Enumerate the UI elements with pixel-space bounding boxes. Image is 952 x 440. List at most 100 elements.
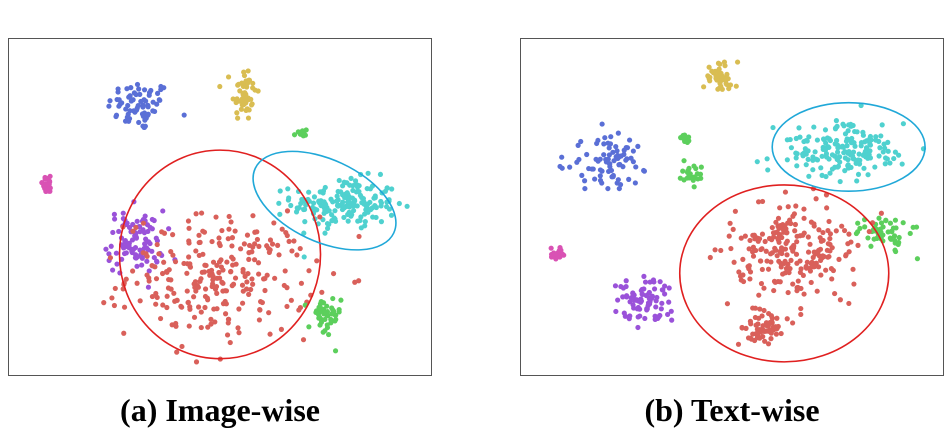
scatter-point-red xyxy=(196,240,202,246)
scatter-point-blue xyxy=(632,180,638,186)
scatter-point-blue xyxy=(141,124,147,130)
scatter-point-cyan xyxy=(833,118,839,124)
scatter-point-purple xyxy=(626,316,632,322)
scatter-point-red xyxy=(785,220,791,226)
scatter-point-cyan xyxy=(823,140,829,146)
scatter-point-blue xyxy=(134,107,140,113)
scatter-point-cyan xyxy=(285,186,291,192)
scatter-point-red xyxy=(204,295,210,301)
scatter-point-red xyxy=(794,285,800,291)
scatter-point-cyan xyxy=(806,134,812,140)
scatter-point-red xyxy=(792,228,798,234)
scatter-point-blue xyxy=(582,178,588,184)
scatter-point-red xyxy=(356,278,362,284)
scatter-point-purple xyxy=(121,245,127,251)
scatter-point-cyan xyxy=(324,208,330,214)
scatter-point-red xyxy=(732,208,738,214)
scatter-point-cyan xyxy=(803,162,809,168)
scatter-point-red xyxy=(289,248,295,254)
scatter-point-red xyxy=(272,275,278,281)
scatter-point-purple xyxy=(114,261,120,267)
scatter-point-red xyxy=(756,292,762,298)
scatter-point-purple xyxy=(140,227,146,233)
scatter-point-purple xyxy=(166,226,172,232)
scatter-point-red xyxy=(788,257,794,263)
scatter-point-red xyxy=(214,262,220,269)
scatter-point-red xyxy=(771,234,777,240)
scatter-point-cyan xyxy=(837,178,843,185)
scatter-point-red xyxy=(267,247,273,253)
scatter-point-red xyxy=(254,229,260,235)
scatter-point-red xyxy=(730,226,736,232)
scatter-point-cyan xyxy=(811,124,817,130)
scatter-point-red xyxy=(319,289,325,295)
scatter-point-green xyxy=(333,316,339,323)
scatter-point-red xyxy=(130,268,136,274)
scatter-point-cyan xyxy=(302,219,308,225)
scatter-point-red xyxy=(794,233,800,239)
scatter-point-cyan xyxy=(277,188,283,194)
scatter-point-purple xyxy=(631,305,637,311)
scatter-point-red xyxy=(816,227,822,233)
scatter-point-red xyxy=(244,279,250,285)
scatter-point-red xyxy=(256,243,262,249)
scatter-point-purple xyxy=(666,285,672,291)
scatter-point-cyan xyxy=(832,125,839,131)
scatter-point-red xyxy=(823,267,829,273)
scatter-point-purple xyxy=(116,228,122,235)
scatter-point-red xyxy=(256,317,263,323)
scatter-point-green xyxy=(878,220,885,226)
scatter-point-red xyxy=(198,276,204,282)
scatter-point-red xyxy=(747,335,754,341)
scatter-point-cyan xyxy=(365,170,371,176)
scatter-point-red xyxy=(775,215,782,221)
scatter-point-red xyxy=(257,307,263,313)
scatter-point-cyan xyxy=(299,196,305,203)
scatter-point-blue xyxy=(614,148,620,154)
scatter-point-yellow xyxy=(707,78,713,84)
scatter-point-cyan xyxy=(332,218,339,224)
scatter-point-cyan xyxy=(784,157,790,163)
scatter-point-red xyxy=(202,304,208,311)
scatter-point-red xyxy=(759,246,765,252)
scatter-point-red xyxy=(774,253,780,259)
scatter-point-purple xyxy=(647,279,653,285)
scatter-point-cyan xyxy=(860,129,866,135)
scatter-point-yellow xyxy=(701,84,707,90)
scatter-point-red xyxy=(109,295,115,301)
scatter-plot-image-wise xyxy=(39,68,410,365)
scatter-point-red xyxy=(836,256,842,262)
scatter-point-red xyxy=(159,270,166,277)
scatter-point-red xyxy=(798,311,804,318)
scatter-point-blue xyxy=(181,112,187,118)
scatter-point-cyan xyxy=(388,212,395,218)
scatter-point-blue xyxy=(602,135,608,141)
scatter-point-red xyxy=(753,322,759,328)
scatter-point-green xyxy=(900,220,906,226)
scatter-point-cyan xyxy=(348,175,354,181)
scatter-point-cyan xyxy=(370,214,376,220)
scatter-point-red xyxy=(736,269,742,275)
scatter-point-red xyxy=(224,259,230,265)
scatter-point-cyan xyxy=(865,172,871,178)
scatter-point-blue xyxy=(557,163,563,170)
scatter-point-red xyxy=(153,290,159,297)
scatter-point-red xyxy=(112,285,118,291)
scatter-point-blue xyxy=(605,186,611,192)
scatter-point-red xyxy=(157,315,164,322)
scatter-point-cyan xyxy=(277,211,283,217)
scatter-point-red xyxy=(267,331,273,337)
scatter-point-blue xyxy=(161,85,167,91)
scatter-point-green xyxy=(338,297,344,303)
scatter-point-cyan xyxy=(856,161,863,167)
scatter-point-cyan xyxy=(301,254,307,260)
scatter-point-red xyxy=(740,256,746,262)
scatter-point-red xyxy=(238,246,244,252)
scatter-point-purple xyxy=(144,258,150,264)
scatter-point-red xyxy=(832,291,838,297)
scatter-point-cyan xyxy=(867,133,874,140)
scatter-point-red xyxy=(783,240,789,246)
scatter-point-yellow xyxy=(245,115,252,121)
scatter-point-blue xyxy=(595,137,601,143)
scatter-point-red xyxy=(266,310,272,316)
